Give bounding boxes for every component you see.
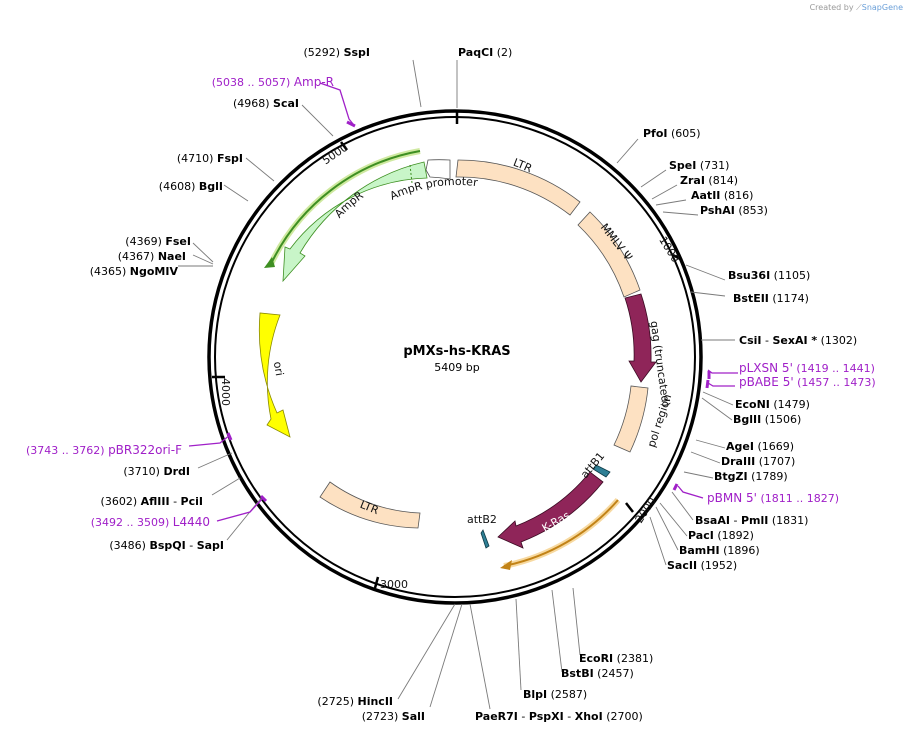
plasmid-size: 5409 bp (434, 361, 479, 374)
gag-truncated-feature (624, 293, 657, 383)
site-label-sacii: SacII (1952) (667, 559, 737, 572)
primer-label-pbabe: pBABE 5' (1457 .. 1473) (739, 375, 876, 389)
site-label-bamhi: BamHI (1896) (679, 544, 760, 557)
ampr-feature (282, 161, 428, 283)
primer-marks (226, 120, 711, 503)
site-label-paer7i-pspxi-xhoi: PaeR7I - PspXI - XhoI (2700) (475, 710, 643, 723)
tick-label-3000: 3000 (380, 578, 408, 591)
primer-label-l4440: (3492 .. 3509) L4440 (91, 515, 210, 529)
site-label-bstbi: BstBI (2457) (561, 667, 634, 680)
site-label-sali: (2723) SalI (362, 710, 425, 723)
primer-mark-pbmn (672, 483, 679, 491)
site-label-econi: EcoNI (1479) (735, 398, 810, 411)
ltr-top-feature (455, 159, 581, 216)
site-label-zrai: ZraI (814) (680, 174, 738, 187)
site-label-scai: (4968) ScaI (233, 97, 299, 110)
attb2-label: attB2 (467, 513, 497, 526)
site-label-agei: AgeI (1669) (726, 440, 794, 453)
pol-region-label: pol region (645, 393, 674, 449)
site-label-bsu36i: Bsu36I (1105) (728, 269, 810, 282)
site-label-blpi: BlpI (2587) (523, 688, 587, 701)
site-label-sspi: (5292) SspI (303, 46, 370, 59)
site-label-draiii: DraIII (1707) (721, 455, 795, 468)
primer-leader-lines (188, 82, 738, 522)
primer-mark-pbabe (705, 379, 710, 389)
site-label-paqci: PaqCI (2) (458, 46, 512, 59)
plasmid-backbone (207, 109, 703, 605)
attb1-feature (592, 464, 611, 478)
snapgene-logo-icon: ⟋ (856, 3, 862, 12)
site-label-drdi: (3710) DrdI (123, 465, 190, 478)
amp-promoter-feature (425, 159, 451, 180)
primer-label-pbmn: pBMN 5' (1811 .. 1827) (707, 491, 839, 505)
site-label-aatii: AatII (816) (691, 189, 753, 202)
site-label-hincii: (2725) HincII (317, 695, 393, 708)
site-label-bsaai-pmli: BsaAI - PmlI (1831) (695, 514, 808, 527)
primer-label-pbr322ori-f: (3743 .. 3762) pBR322ori-F (26, 443, 182, 457)
primer-mark-pbr322ori (226, 432, 233, 441)
site-label-bgli: (4608) BglI (159, 180, 223, 193)
primer-label-plxsn: pLXSN 5' (1419 .. 1441) (739, 361, 875, 375)
pol-region-feature (613, 385, 649, 453)
credit-prefix: Created by (809, 3, 854, 12)
credit-brand: SnapGene (861, 3, 903, 12)
primer-mark-l4440 (259, 494, 268, 503)
primer-mark-amp-r (346, 120, 356, 128)
site-label-pshai: PshAI (853) (700, 204, 768, 217)
mmlv-psi-feature (577, 211, 641, 298)
site-label-fsei: (4369) FseI (125, 235, 191, 248)
site-label-bglii: BglII (1506) (733, 413, 801, 426)
attb2-feature (480, 529, 490, 549)
site-label-afliii-pcii: (3602) AflIII - PciI (101, 495, 203, 508)
site-label-csii-sexai: CsiI - SexAI * (1302) (739, 334, 857, 347)
primer-label-amp-r: (5038 .. 5057) Amp-R (212, 75, 334, 89)
ampr-orf-arrowhead (264, 257, 275, 268)
ori-label: ori (271, 361, 286, 377)
position-ticks (212, 111, 683, 589)
ori-feature (258, 312, 291, 438)
k-ras-feature (497, 471, 604, 549)
ampr-label: AmpR (332, 189, 366, 221)
snapgene-credit: Created by ⟋SnapGene (810, 3, 903, 13)
ampr-orf-line (269, 150, 421, 267)
plasmid-name: pMXs-hs-KRAS (403, 344, 510, 359)
kras-orf-line (503, 499, 619, 567)
tick-label-4000: 4000 (219, 378, 232, 406)
site-leader-lines (178, 59, 735, 710)
site-label-naei: (4367) NaeI (118, 250, 186, 263)
site-label-spei: SpeI (731) (669, 159, 729, 172)
ampr-divider (409, 164, 413, 184)
ltr-bottom-feature (319, 481, 421, 529)
site-label-bspqi-sapi: (3486) BspQI - SapI (109, 539, 224, 552)
site-label-paci: PacI (1892) (688, 529, 754, 542)
site-label-bsteii: BstEII (1174) (733, 292, 809, 305)
tick-label-2000: 2000 (633, 495, 659, 526)
site-label-ecori: EcoRI (2381) (579, 652, 653, 665)
site-label-ngomiv: (4365) NgoMIV (90, 265, 179, 278)
tick-label-5000: 5000 (320, 141, 350, 167)
site-label-fspi: (4710) FspI (177, 152, 243, 165)
site-label-pfoi: PfoI (605) (643, 127, 701, 140)
kras-orf-arrowhead (500, 560, 512, 570)
site-label-btgzi: BtgZI (1789) (714, 470, 788, 483)
